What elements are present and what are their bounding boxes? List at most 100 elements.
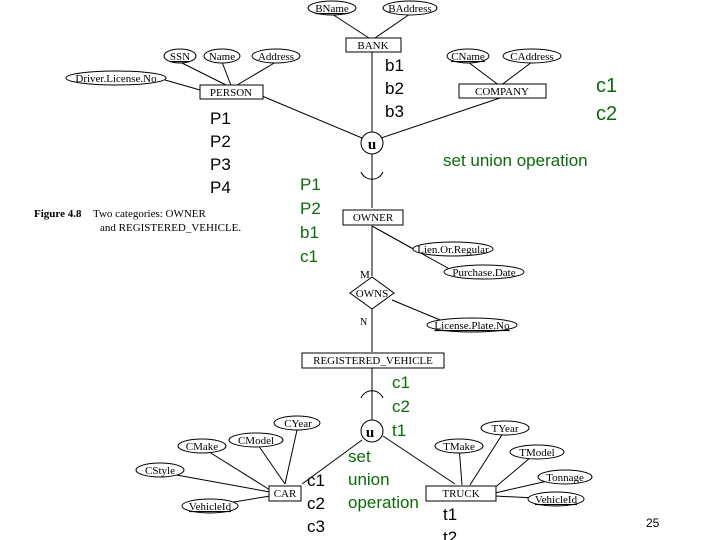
entity-company xyxy=(458,83,547,99)
attr-purchase-date-label: Purchase.Date xyxy=(452,267,515,279)
attr-caddress xyxy=(502,48,562,64)
attr-cname xyxy=(446,48,490,64)
union-bottom-label-3: operation xyxy=(348,493,419,512)
owner-member-1: P1 xyxy=(300,175,321,194)
attr-cmake xyxy=(177,438,227,454)
entity-car xyxy=(268,485,302,502)
attr-tonnage-label: Tonnage xyxy=(546,472,584,484)
subset-arc-bottom xyxy=(360,390,384,399)
union-symbol-top: u xyxy=(368,137,376,153)
attr-cmake-label: CMake xyxy=(186,441,219,453)
attr-ssn-label: SSN xyxy=(170,51,190,63)
page-number: 25 xyxy=(646,516,660,530)
union-bottom-label-2: union xyxy=(348,470,390,489)
attr-lien-or-regular-label: Lien.Or.Regular xyxy=(417,244,489,256)
owner-member-3: b1 xyxy=(300,223,319,242)
person-group: SSN Name Address Driver.License.No PERSO… xyxy=(65,48,301,197)
attr-baddress-label: BAddress xyxy=(388,3,431,15)
bank-instance-1: b1 xyxy=(385,56,404,75)
person-instance-2: P2 xyxy=(210,132,231,151)
attr-tmodel xyxy=(509,444,565,460)
attr-car-vehicleid xyxy=(181,498,239,514)
attr-address xyxy=(251,48,301,64)
attr-tmake-label: TMake xyxy=(443,441,475,453)
attr-caddress-label: CAddress xyxy=(510,51,553,63)
car-instance-2: c2 xyxy=(307,494,325,513)
attr-car-vehicleid-label: VehicleId xyxy=(189,501,232,513)
entity-truck xyxy=(425,485,497,502)
union-bottom-group: u set union operation xyxy=(348,419,419,512)
attr-cmodel xyxy=(228,432,284,448)
truck-instance-2: t2 xyxy=(443,528,457,540)
attr-ssn xyxy=(163,48,197,64)
attr-tyear xyxy=(480,420,530,436)
attr-purchase-date xyxy=(443,264,525,280)
union-bottom-label-1: set xyxy=(348,447,371,466)
entity-registered-vehicle xyxy=(301,352,445,369)
owns-group: M OWNS N License.Plate.No xyxy=(349,269,518,333)
truck-instance-1: t1 xyxy=(443,505,457,524)
car-instance-3: c3 xyxy=(307,517,325,536)
union-top-group: u set union operation P1 P2 b1 c1 xyxy=(300,131,588,266)
caption-figure: Figure 4.8 xyxy=(34,208,82,220)
attr-driver-license-label: Driver.License.No xyxy=(75,73,157,85)
attr-address-label: Address xyxy=(258,51,294,63)
entity-owner-label: OWNER xyxy=(353,212,394,224)
entity-bank xyxy=(345,37,402,53)
bank-instance-2: b2 xyxy=(385,79,404,98)
caption-line-2: and REGISTERED_VEHICLE. xyxy=(100,222,241,234)
attr-tmake xyxy=(434,438,484,454)
attr-cyear xyxy=(273,415,321,431)
vehicle-member-1: c1 xyxy=(392,373,410,392)
card-owner: M xyxy=(360,269,370,281)
company-instance-1: c1 xyxy=(596,75,617,97)
attr-bname xyxy=(307,0,357,16)
entity-company-label: COMPANY xyxy=(475,86,529,98)
owner-group: OWNER Lien.Or.Regular Purchase.Date xyxy=(342,209,525,280)
car-group: CYear CModel CMake CStyle VehicleId CAR … xyxy=(135,415,325,536)
truck-group: TYear TMake TModel Tonnage VehicleId TRU… xyxy=(425,420,593,540)
entity-person-label: PERSON xyxy=(210,87,252,99)
vehicle-member-2: c2 xyxy=(392,397,410,416)
attr-bname-label: BName xyxy=(315,3,349,15)
owner-member-2: P2 xyxy=(300,199,321,218)
attr-name xyxy=(203,48,241,64)
attr-cmodel-label: CModel xyxy=(238,435,274,447)
attr-cname-label: CName xyxy=(451,51,485,63)
union-circle-top xyxy=(360,131,384,155)
attr-baddress xyxy=(382,0,438,16)
attr-name-label: Name xyxy=(209,51,235,63)
attr-tonnage xyxy=(537,469,593,485)
company-group: CName CAddress COMPANY c1 c2 xyxy=(446,48,617,125)
company-instance-2: c2 xyxy=(596,103,617,125)
union-circle-bottom xyxy=(360,419,384,443)
attr-lien-or-regular xyxy=(412,241,494,257)
entity-owner xyxy=(342,209,404,226)
entity-bank-label: BANK xyxy=(357,40,388,52)
attr-tyear-label: TYear xyxy=(492,423,519,435)
relationship-owns xyxy=(349,276,395,310)
card-vehicle: N xyxy=(360,317,367,328)
entity-registered-vehicle-label: REGISTERED_VEHICLE xyxy=(313,355,433,367)
entity-truck-label: TRUCK xyxy=(442,488,479,500)
relationship-owns-label: OWNS xyxy=(356,288,388,300)
set-union-label: set union operation xyxy=(443,151,588,170)
attr-truck-vehicleid-label: VehicleId xyxy=(535,494,578,506)
attr-cstyle xyxy=(135,462,185,478)
registered-vehicle-group: REGISTERED_VEHICLE c1 c2 t1 xyxy=(301,352,445,440)
person-instance-4: P4 xyxy=(210,178,231,197)
subset-arc-top xyxy=(360,171,384,180)
owner-member-4: c1 xyxy=(300,247,318,266)
entity-car-label: CAR xyxy=(274,488,297,500)
bank-instance-3: b3 xyxy=(385,102,404,121)
attr-cyear-label: CYear xyxy=(284,418,312,430)
car-instance-1: c1 xyxy=(307,471,325,490)
attr-tmodel-label: TModel xyxy=(519,447,554,459)
person-instance-1: P1 xyxy=(210,109,231,128)
entity-person xyxy=(199,84,264,100)
person-instance-3: P3 xyxy=(210,155,231,174)
figure-caption: Figure 4.8 Two categories: OWNER and REG… xyxy=(34,208,241,234)
attr-truck-vehicleid xyxy=(527,491,585,507)
bank-group: BName BAddress BANK b1 b2 b3 xyxy=(307,0,438,121)
